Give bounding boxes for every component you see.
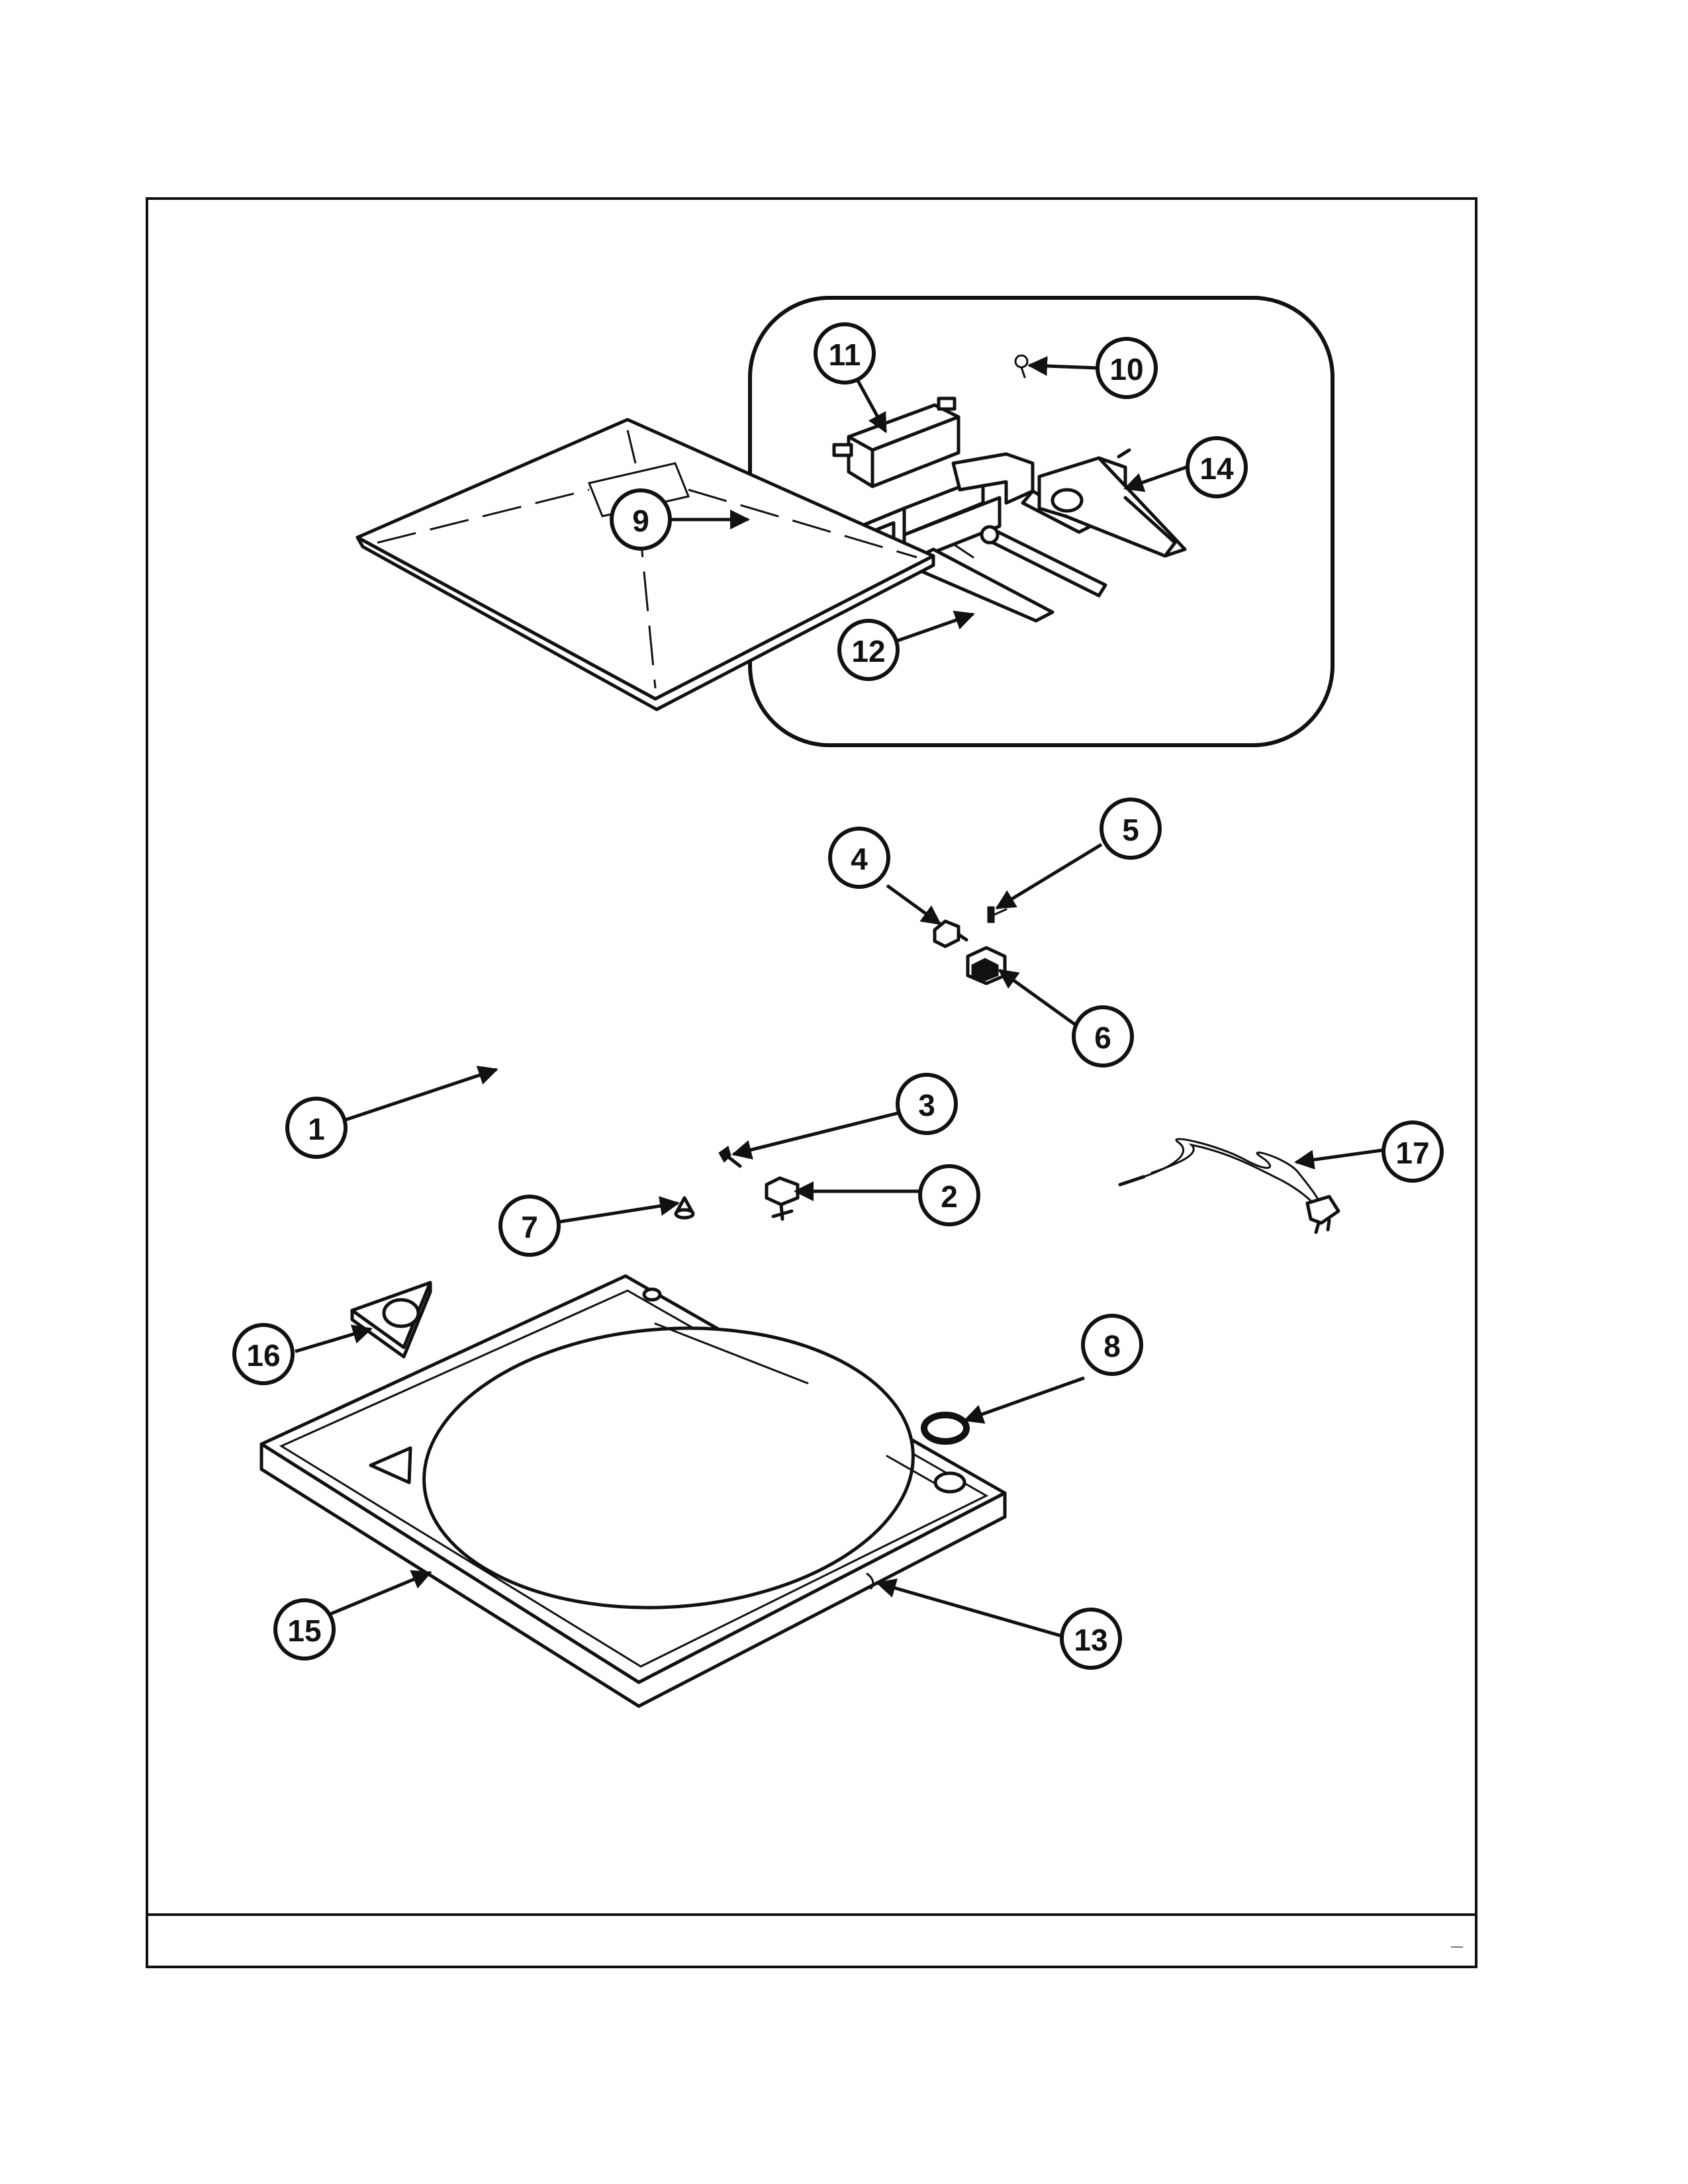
part-4-pin <box>933 919 968 948</box>
callout-9: 9 <box>610 488 672 551</box>
callout-12: 12 <box>837 619 900 681</box>
callout-13: 13 <box>1060 1608 1122 1670</box>
part-10-screw <box>1014 354 1029 379</box>
part-1-lid <box>355 418 935 711</box>
svg-text:13: 13 <box>1074 1623 1107 1657</box>
callout-8: 8 <box>1081 1314 1143 1376</box>
callout-17: 17 <box>1382 1120 1444 1183</box>
part-14-latch <box>1037 448 1187 558</box>
svg-text:12: 12 <box>851 634 885 668</box>
svg-text:8: 8 <box>1103 1329 1121 1363</box>
part-16-cap <box>350 1281 432 1359</box>
svg-text:15: 15 <box>287 1614 321 1648</box>
svg-text:4: 4 <box>851 842 868 876</box>
leader-lines <box>295 356 1383 1638</box>
part-8-ring <box>921 1412 970 1445</box>
svg-text:9: 9 <box>632 504 649 538</box>
callout-3: 3 <box>896 1073 958 1135</box>
part-17-cord <box>1118 1138 1340 1234</box>
part-11-box <box>832 396 961 488</box>
part-2-bracket <box>765 1176 800 1221</box>
svg-text:10: 10 <box>1109 352 1143 387</box>
callout-10: 10 <box>1096 337 1158 399</box>
callout-11: 11 <box>814 322 876 385</box>
svg-text:3: 3 <box>918 1088 935 1122</box>
callout-15: 15 <box>273 1598 336 1661</box>
svg-text:2: 2 <box>941 1179 958 1214</box>
svg-text:11: 11 <box>829 338 861 372</box>
callout-4: 4 <box>828 827 890 889</box>
svg-text:5: 5 <box>1122 813 1139 847</box>
part-3-screw <box>718 1146 742 1168</box>
svg-text:14: 14 <box>1199 451 1234 486</box>
svg-text:7: 7 <box>521 1210 538 1244</box>
diagram-frame <box>146 197 1477 1968</box>
svg-text:6: 6 <box>1094 1021 1111 1055</box>
part-7-bumper <box>674 1196 695 1220</box>
callout-14: 14 <box>1186 436 1248 498</box>
part-5-screw <box>987 906 1008 923</box>
svg-text:16: 16 <box>246 1338 280 1373</box>
svg-text:1: 1 <box>308 1112 325 1146</box>
svg-text:17: 17 <box>1395 1136 1429 1170</box>
callout-2: 2 <box>918 1164 980 1226</box>
callout-7: 7 <box>498 1195 561 1257</box>
callout-6: 6 <box>1072 1005 1134 1068</box>
callout-1: 1 <box>285 1097 348 1159</box>
part-15-top-panel <box>259 1274 1007 1708</box>
callout-16: 16 <box>232 1323 295 1385</box>
callout-5: 5 <box>1100 797 1162 860</box>
part-6-hinge <box>966 946 1007 985</box>
